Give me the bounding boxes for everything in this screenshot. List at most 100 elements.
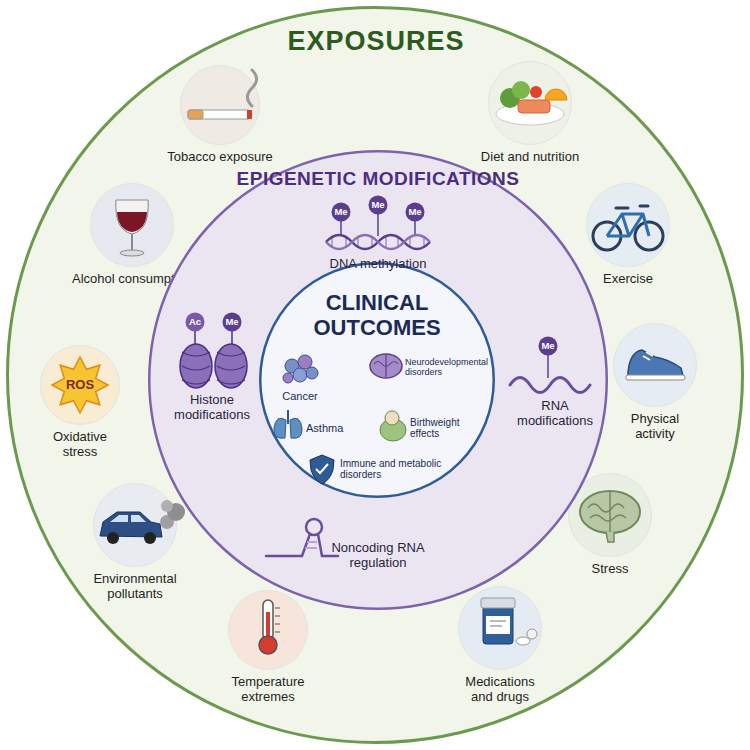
dna-helix-icon-part [326,235,430,249]
medicine-bottle-icon-part [481,598,515,608]
cigarette-icon-part [247,110,252,119]
dna-helix-icon-part [332,236,424,248]
dna-helix-icon-part [369,196,388,215]
shield-icon [310,455,334,484]
car-exhaust-icon-part [110,515,146,522]
hairpin-rna-icon-part [306,519,322,535]
dna-helix-icon-part [340,221,342,236]
node-circle [91,184,174,267]
lungs-icon [274,410,302,438]
baby-icon-part [385,411,399,425]
hairpin-rna-icon [266,519,338,556]
food-plate-icon-part [500,88,520,108]
bicycle-icon-part [593,222,621,250]
rna-strand-icon-part [539,337,558,356]
medicine-bottle-icon [481,598,537,645]
node-circle [181,66,260,145]
node-label: Stress [570,562,650,577]
car-exhaust-icon-part [161,500,173,512]
node-label: Physical activity [615,412,695,442]
exposure-item: Oxidative stress [10,345,150,469]
shield-icon-part [310,455,334,484]
car-exhaust-icon-part [167,503,185,521]
cancer-cells-icon-part [298,355,312,369]
nucleosome-icon-part [231,331,233,344]
dna-helix-icon-part [406,203,425,222]
thermometer-icon-part [266,612,270,642]
node-circle [260,263,494,497]
brain-outcome-icon-part [374,355,398,377]
medicine-bottle-icon-part [527,629,537,639]
brain-icon-part [606,532,614,542]
car-exhaust-icon-part [107,532,119,544]
lungs-icon-part [290,418,302,438]
cancer-cells-icon-part [306,367,318,379]
food-plate-icon-part [496,103,564,125]
thermometer-icon-part [259,636,277,654]
medicine-bottle-icon-part [490,621,506,626]
node-circle [229,591,308,670]
node-label: Environmental pollutants [75,572,195,602]
ros-starburst-icon-part [52,357,108,413]
nucleosome-icon-part [182,352,245,384]
node-circle [41,346,120,425]
dna-helix-icon-part [414,221,416,236]
cigarette-icon [188,70,257,119]
node-circle [614,324,697,407]
brain-icon [580,491,640,542]
car-exhaust-icon [100,500,185,544]
node-circle [459,587,542,670]
sneaker-icon-part [643,352,653,360]
car-exhaust-icon-part [160,515,174,529]
food-plate-icon-part [518,100,550,113]
wine-glass-icon-part [120,250,144,256]
bicycle-icon-part [607,214,649,236]
food-plate-icon [496,81,567,125]
thermometer-icon [259,600,280,654]
node-circle [489,62,572,145]
cigarette-icon-part [188,110,203,119]
nucleosome-icon-part [194,331,196,344]
medicine-bottle-icon-part [483,606,513,644]
dna-helix-icon [326,196,430,250]
cigarette-icon-part [248,70,257,106]
shield-icon-part [316,464,328,473]
brain-outcome-icon-part [370,354,402,378]
wine-glass-icon-part [117,212,147,232]
node-label: Medications and drugs [455,675,545,705]
medicine-bottle-icon-part [516,637,530,645]
epigenetic-ring: EPIGENETIC MODIFICATIONSCLINICAL OUTCOME… [148,150,608,610]
cancer-cells-icon-part [285,359,299,373]
car-exhaust-icon-part [100,512,162,537]
rna-strand-icon-part [547,355,549,378]
hairpin-rna-icon-part [305,542,317,548]
wine-glass-icon [116,200,148,256]
thermometer-icon-part [263,600,273,640]
node-label: Diet and nutrition [480,150,580,165]
wine-glass-icon-part [116,200,148,234]
dna-helix-icon-part [332,203,351,222]
sneaker-icon [626,350,685,380]
brain-icon-part [588,492,626,532]
exposure-item: Medications and drugs [430,586,570,714]
rna-strand-icon-part [510,378,590,393]
node-circle [149,151,607,609]
exposure-item: Temperature extremes [198,590,338,714]
nucleosome-icon-part [186,313,205,332]
bicycle-icon-part [616,206,648,208]
lungs-icon-part [274,418,286,438]
node-label: EXPOSURES [216,26,536,57]
node-circle [587,184,670,267]
nucleosome-icon-part [180,344,212,388]
food-plate-icon-part [545,89,567,100]
bicycle-icon-part [635,222,663,250]
cigarette-icon-part [188,110,250,119]
sneaker-icon-part [626,375,685,380]
baby-icon-part [380,419,406,441]
node-label: Oxidative stress [40,430,120,460]
food-plate-icon-part [512,81,530,99]
nucleosome-icon [180,313,247,389]
baby-icon [380,411,406,441]
cancer-cells-icon [283,355,318,383]
